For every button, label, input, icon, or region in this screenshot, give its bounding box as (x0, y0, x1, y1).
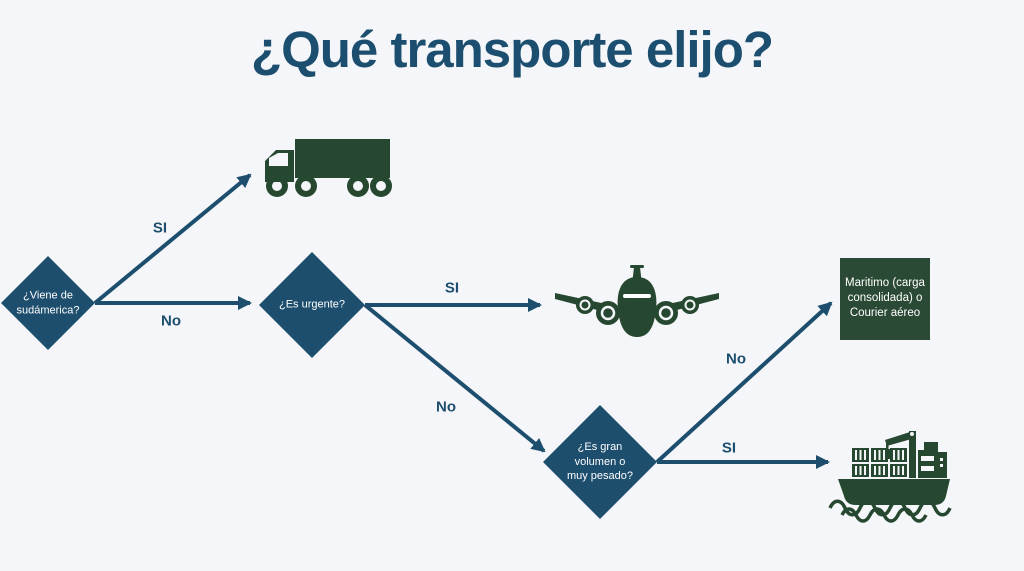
truck-window (269, 153, 288, 166)
edge-q3-maritime (655, 301, 833, 464)
page-title: ¿Qué transporte elijo? (250, 21, 774, 78)
edge-q2-q3 (363, 303, 546, 453)
edge-label-q3-maritime: No (726, 350, 746, 368)
ship-waves (828, 499, 952, 523)
plane-cockpit-window (623, 294, 651, 298)
cargo-ship-icon (828, 431, 952, 523)
ship-containers (852, 448, 907, 477)
truck-icon (265, 139, 392, 197)
edge-label-q2-plane: SI (444, 279, 460, 297)
decision-q1-label: ¿Viene de sudámerica? (16, 289, 80, 316)
edge-label-q3-ship: SI (721, 439, 737, 457)
airplane-icon (555, 265, 719, 337)
edge-label-q1-q2: No (161, 312, 181, 330)
decision-q3-label: ¿Es gran volumen o muy pesado? (566, 441, 634, 483)
edges (93, 173, 833, 469)
result-maritime-courier-label: Maritimo (carga consolidada) o Courier a… (845, 277, 925, 320)
decision-q2-diamond (259, 252, 365, 358)
edge-q1-truck (93, 173, 252, 305)
edge-label-q1-truck: SI (152, 219, 168, 237)
decision-q2-label: ¿Es urgente? (278, 298, 346, 311)
result-maritime-courier-box (840, 258, 930, 340)
edge-label-q2-q3: No (436, 398, 456, 416)
decision-q1-diamond (1, 256, 95, 350)
decision-q3-diamond (543, 405, 657, 519)
